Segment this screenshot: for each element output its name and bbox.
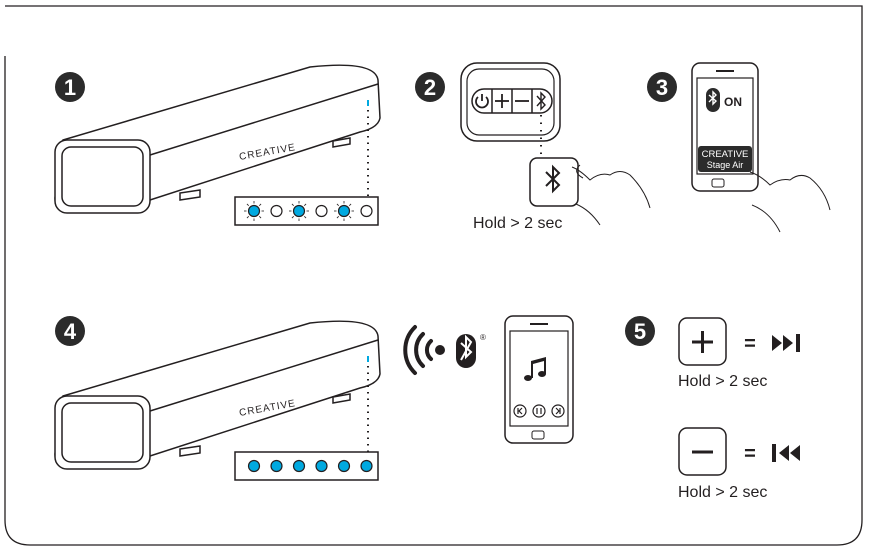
- led-glow-ray: [336, 216, 339, 219]
- plus-icon[interactable]: [495, 94, 509, 108]
- step-3: 3 ON CREATIVE Stage Air: [647, 62, 831, 233]
- hand-pressing-icon: [749, 171, 831, 233]
- frame: [4, 5, 863, 546]
- hold-caption: Hold > 2 sec: [473, 215, 562, 232]
- step-5: 5 = Hold > 2 sec = Hold > 2 sec: [625, 316, 800, 501]
- status-led: [367, 100, 369, 106]
- bluetooth-icon: [545, 164, 561, 194]
- step-number: 2: [424, 75, 436, 100]
- led-glow-ray: [259, 203, 262, 206]
- media-controls: [513, 404, 565, 418]
- step-badge-2: [415, 72, 445, 102]
- hold-caption: Hold > 2 sec: [678, 484, 767, 501]
- device-name-line2: Stage Air: [707, 160, 744, 170]
- led-glow-ray: [246, 203, 249, 206]
- equals-sign: =: [744, 443, 756, 465]
- step-badge-4: [55, 316, 85, 346]
- power-icon[interactable]: [475, 94, 489, 109]
- wireless-signal-icon: [403, 325, 445, 375]
- bluetooth-icon[interactable]: [536, 91, 546, 111]
- led-glow-ray: [259, 216, 262, 219]
- hand-pressing-icon: [571, 164, 651, 226]
- led-glow-ray: [246, 216, 249, 219]
- previous-track-icon[interactable]: [513, 404, 527, 418]
- plus-icon: [692, 331, 713, 353]
- led-on: [337, 204, 351, 218]
- step-number: 1: [64, 75, 76, 100]
- step-number: 3: [656, 75, 668, 100]
- led-indicator-panel: [234, 196, 379, 226]
- device-list-item[interactable]: [698, 146, 752, 172]
- led-on: [270, 459, 283, 473]
- step-number: 5: [634, 319, 646, 344]
- pause-icon[interactable]: [532, 404, 546, 418]
- step-1: 1 CREATIVE: [54, 64, 381, 226]
- step-badge-1: [55, 72, 85, 102]
- led-on: [315, 459, 328, 473]
- device-name-line1: CREATIVE: [702, 149, 749, 160]
- step-2: 2 Hold > 2 sec: [415, 62, 651, 232]
- led-on: [247, 204, 261, 218]
- previous-track-icon: [772, 444, 800, 462]
- step-number: 4: [64, 319, 77, 344]
- step-4: 4 CREATIVE ®: [54, 315, 574, 481]
- soundbar-illustration: [54, 320, 381, 470]
- led-glow-ray: [291, 216, 294, 219]
- led-glow-ray: [291, 203, 294, 206]
- bluetooth-status: ON: [724, 95, 742, 109]
- soundbar-illustration: [54, 64, 381, 214]
- led-glow-ray: [349, 216, 352, 219]
- smartphone: [504, 315, 574, 444]
- led-on: [292, 204, 306, 218]
- led-on: [247, 459, 261, 473]
- led-off: [270, 204, 283, 218]
- led-glow-ray: [304, 216, 307, 219]
- step-badge-5: [625, 316, 655, 346]
- music-note-icon: [524, 357, 546, 381]
- equals-sign: =: [744, 333, 756, 355]
- next-track-icon: [772, 334, 800, 352]
- hold-caption: Hold > 2 sec: [678, 373, 767, 390]
- led-glow-ray: [304, 203, 307, 206]
- status-led: [367, 356, 369, 362]
- next-track-icon[interactable]: [551, 404, 565, 418]
- step-badge-3: [647, 72, 677, 102]
- led-glow-ray: [349, 203, 352, 206]
- led-on: [360, 459, 373, 473]
- led-glow-ray: [336, 203, 339, 206]
- registered-mark: ®: [480, 333, 486, 342]
- led-on: [337, 459, 351, 473]
- led-off: [360, 204, 373, 218]
- led-off: [315, 204, 328, 218]
- led-on: [292, 459, 306, 473]
